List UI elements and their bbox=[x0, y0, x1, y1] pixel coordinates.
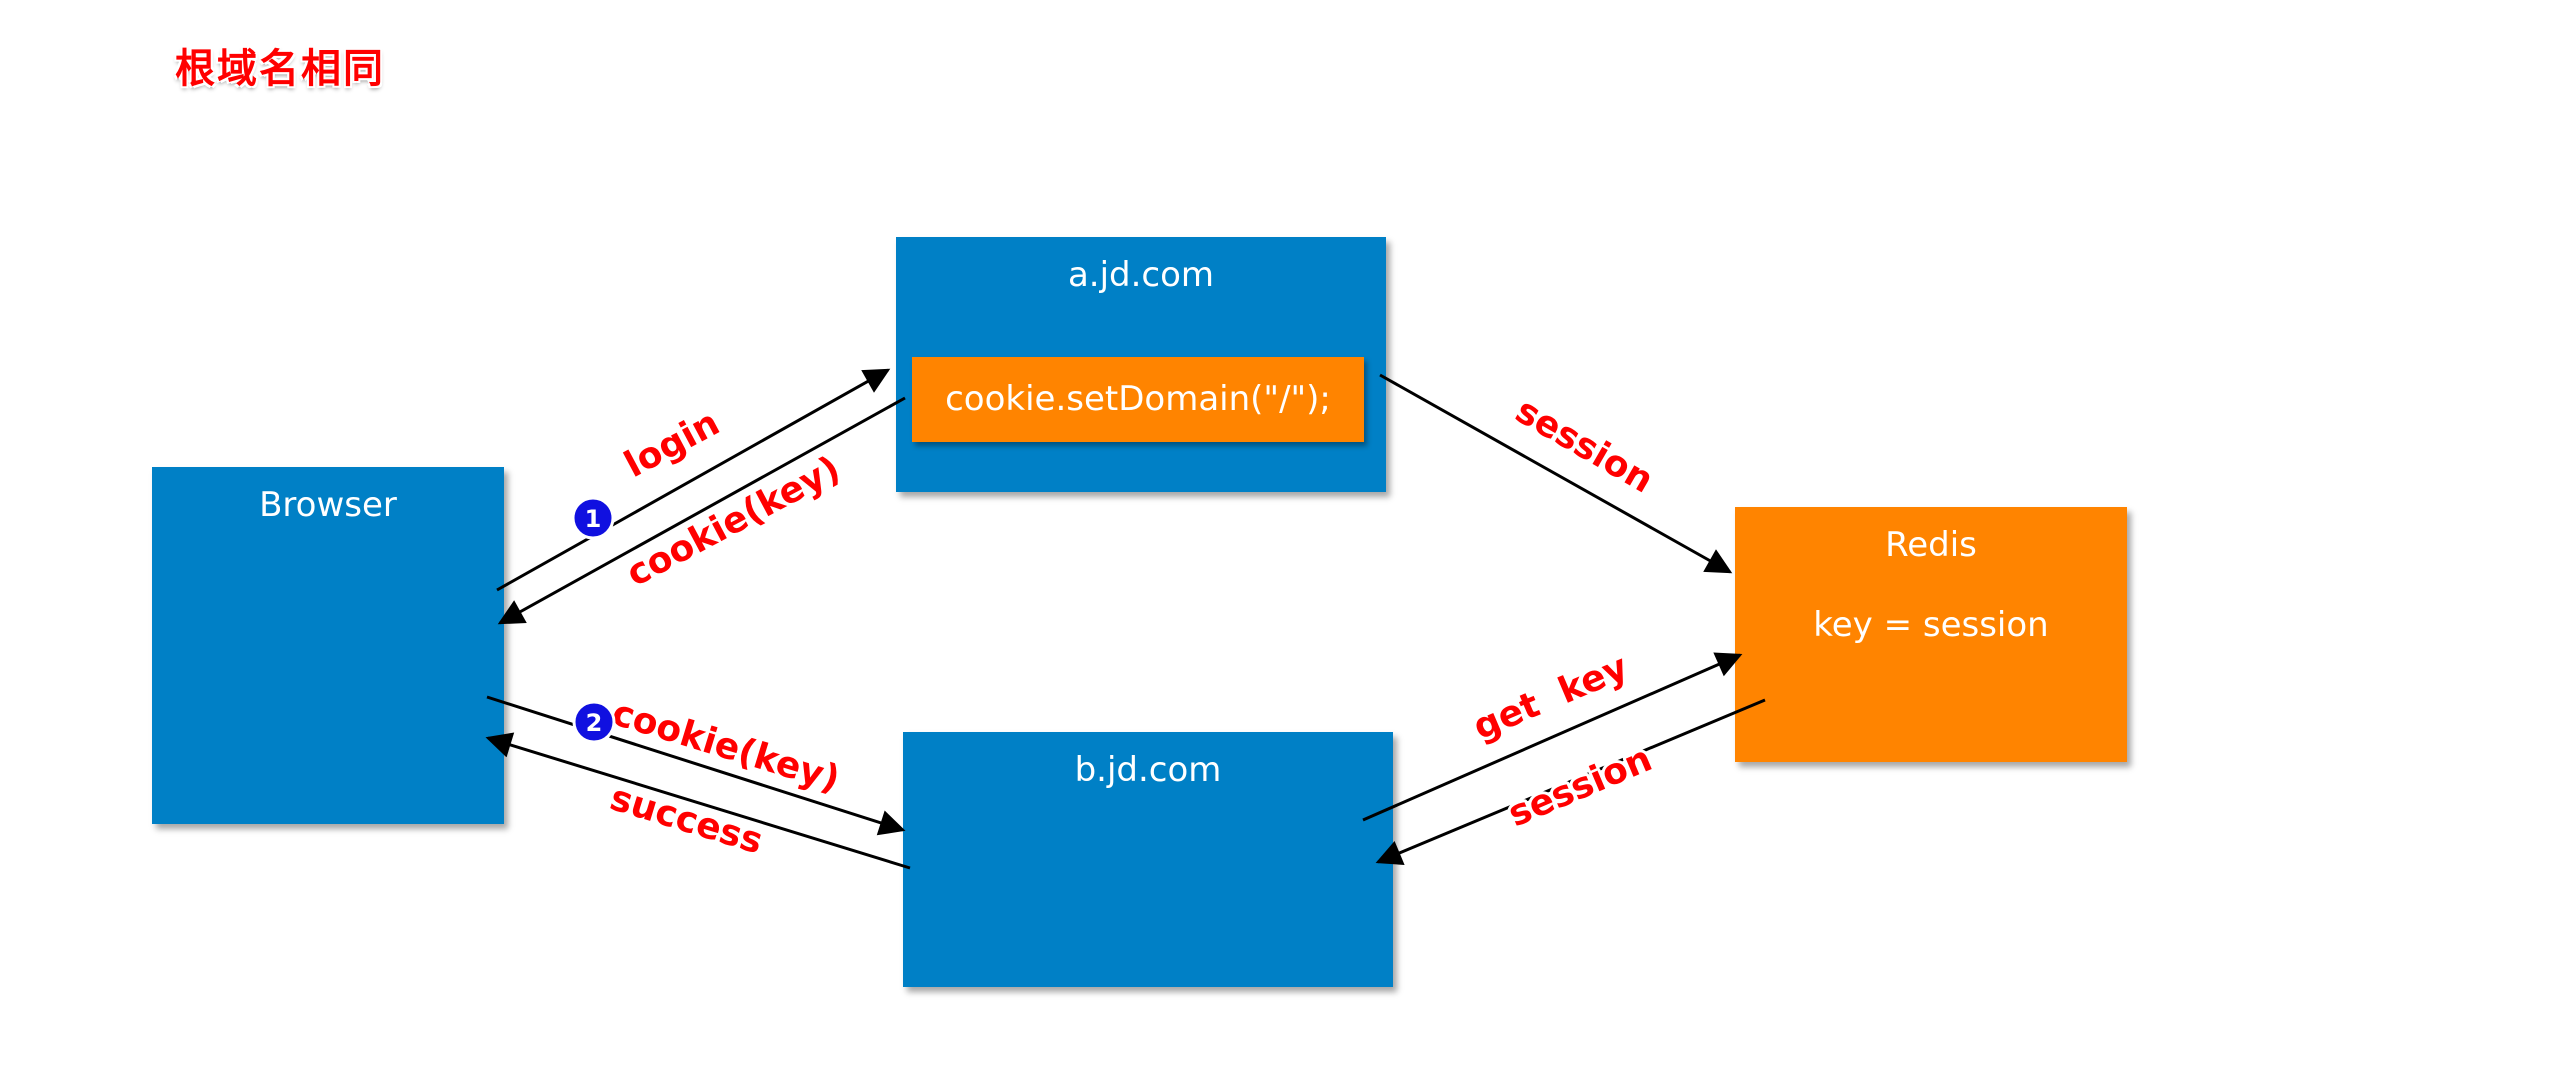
session-to-redis-arrow bbox=[1379, 373, 1733, 574]
set-domain-code-box: cookie.setDomain("/"); bbox=[912, 357, 1364, 442]
step-1-badge: 1 bbox=[571, 496, 615, 540]
step-2-number: 2 bbox=[586, 709, 603, 737]
step-2-badge: 2 bbox=[572, 700, 616, 744]
a-jd-com-box-title: a.jd.com bbox=[1067, 255, 1215, 295]
session-to-redis-label: session bbox=[1509, 390, 1661, 501]
redis-box-content: key = session bbox=[1813, 605, 2049, 645]
login-arrow bbox=[496, 368, 891, 592]
session-from-redis-label: session bbox=[1502, 738, 1657, 835]
b-jd-com-box-title: b.jd.com bbox=[1074, 750, 1222, 790]
success-label: success bbox=[605, 777, 767, 862]
cookie-key-return-arrow bbox=[497, 396, 906, 625]
b-jd-com-box[interactable]: b.jd.com bbox=[903, 732, 1393, 987]
session-from-redis-arrow bbox=[1375, 698, 1766, 865]
cookie-key-send-arrow bbox=[486, 695, 906, 836]
get-key-label: get key bbox=[1467, 647, 1633, 749]
success-arrow bbox=[485, 732, 911, 870]
redis-box[interactable]: Redis key = session bbox=[1735, 507, 2127, 762]
get-key-arrow bbox=[1362, 652, 1743, 822]
page-title: 根域名相同 bbox=[175, 46, 385, 92]
browser-box[interactable]: Browser bbox=[152, 467, 504, 824]
login-label: login bbox=[618, 402, 726, 486]
browser-box-title: Browser bbox=[259, 485, 397, 525]
step-1-number: 1 bbox=[585, 505, 602, 533]
redis-box-title: Redis bbox=[1885, 525, 1977, 565]
